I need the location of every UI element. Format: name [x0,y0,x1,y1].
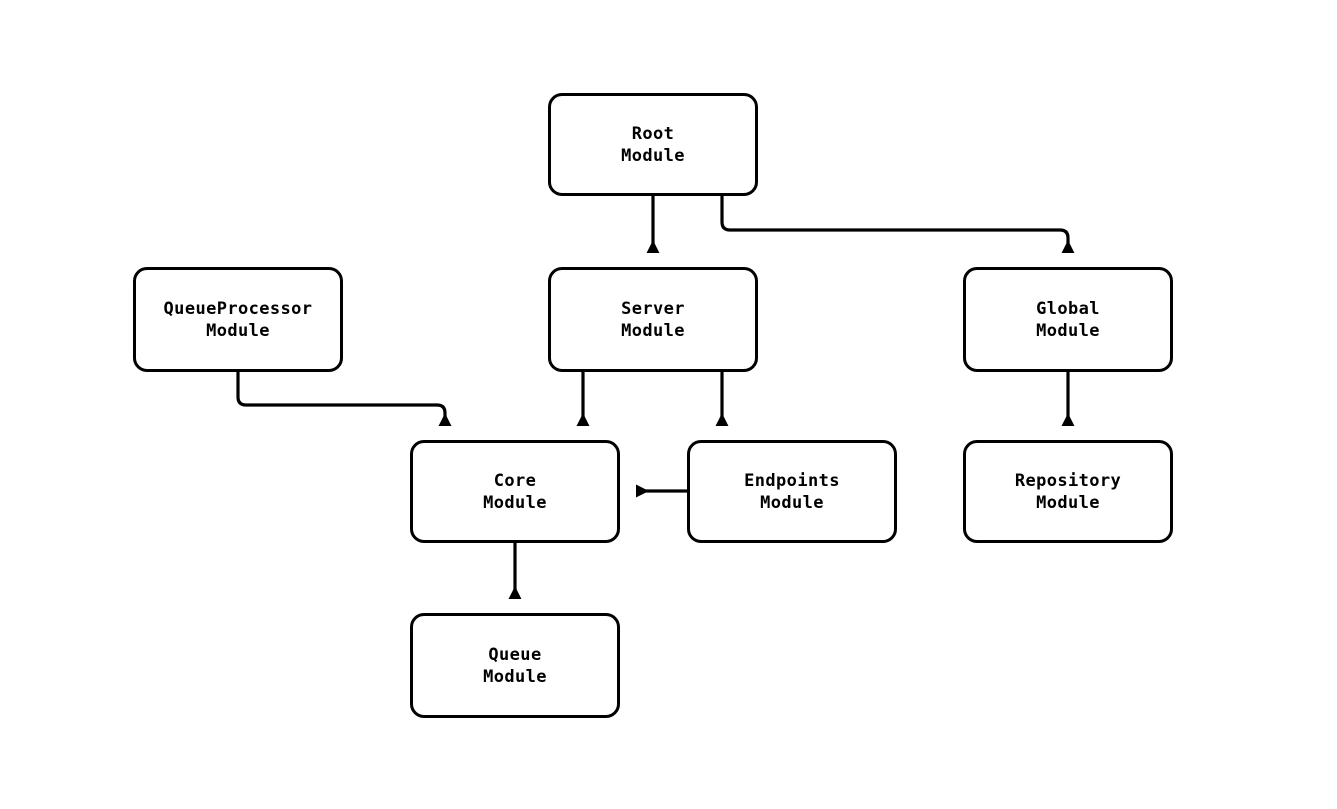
node-endpoints-module-subtitle: Module [760,492,824,513]
node-endpoints-module[interactable]: Endpoints Module [687,440,897,543]
node-global-module[interactable]: Global Module [963,267,1173,372]
edge-root-global [720,196,1075,254]
node-global-module-title: Global [1036,298,1100,319]
node-queue-module[interactable]: Queue Module [410,613,620,718]
node-repository-module-title: Repository [1014,470,1122,491]
node-global-module-subtitle: Module [1036,320,1100,341]
node-core-module-subtitle: Module [483,492,547,513]
node-repository-module-subtitle: Module [1036,492,1100,513]
node-server-module-title: Server [621,298,685,319]
node-root-module-title: Root [631,123,675,144]
node-root-module-subtitle: Module [621,145,685,166]
node-root-module[interactable]: Root Module [548,93,758,196]
node-endpoints-module-title: Endpoints [744,470,840,491]
node-queueprocessor-module[interactable]: QueueProcessor Module [133,267,343,372]
node-queue-module-title: Queue [488,644,542,665]
edge-queueprocessor-core [236,372,452,427]
node-queue-module-subtitle: Module [483,666,547,687]
node-server-module[interactable]: Server Module [548,267,758,372]
node-server-module-subtitle: Module [621,320,685,341]
node-queueprocessor-module-subtitle: Module [206,320,270,341]
node-core-module[interactable]: Core Module [410,440,620,543]
node-core-module-title: Core [493,470,537,491]
node-repository-module[interactable]: Repository Module [963,440,1173,543]
node-queueprocessor-module-title: QueueProcessor [163,298,313,319]
